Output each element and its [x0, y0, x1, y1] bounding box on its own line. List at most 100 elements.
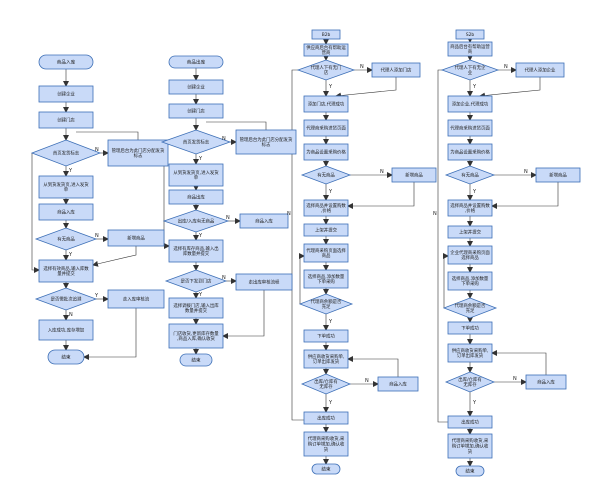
f2-decision-goods[interactable]: 出库/入库有无商品	[162, 209, 230, 233]
f3-end[interactable]: 结束	[311, 463, 341, 475]
node-label: 结束	[321, 466, 331, 473]
f2-submit[interactable]: 选择有库存商品,输入出库数量并提交	[168, 239, 224, 263]
f2-transfer[interactable]: 选择调拨门店,输入出库数量并提交	[168, 297, 224, 319]
branch-label: N	[524, 169, 528, 175]
f3-side-newgoods[interactable]: 新增商品	[391, 167, 437, 183]
f3-decision-goods[interactable]: 有无商品	[300, 165, 352, 185]
f2-side-assign[interactable]: 管理后台为此门店分配发货标志	[235, 129, 297, 155]
f3-select-goods[interactable]: 选择商品并设置购数,价格	[303, 199, 349, 217]
f4-side-stockin[interactable]: 商品入库	[525, 374, 567, 390]
f1-submit[interactable]: 选择有效商品,输入库数量并提交	[38, 259, 94, 283]
f3-set-price[interactable]: 为商品设置采购价格	[303, 143, 349, 161]
node-label: 是否需批次追溯	[51, 296, 82, 303]
node-label: 上架并提交	[315, 227, 338, 234]
f4-merchant[interactable]: 商品后台有帮助运营商	[447, 41, 493, 57]
f4-side-addcompany[interactable]: 代理人添加企业	[515, 62, 565, 78]
f4-agent-select[interactable]: 企业代理商采购页面选择商品	[447, 245, 493, 265]
f1-side-audit[interactable]: 走入库审核流	[107, 289, 165, 309]
node-label: 代理商采购页面选择商品	[306, 247, 346, 259]
f1-side-newgoods[interactable]: 新增商品	[107, 229, 165, 247]
f2-end[interactable]: 结束	[179, 353, 213, 367]
f3-out-ok[interactable]: 出库成功	[303, 411, 349, 425]
f4-set-price[interactable]: 为商品设置采购价格	[447, 143, 493, 161]
f3-purchase-page[interactable]: 代理商采购进货页面	[303, 119, 349, 137]
node-label: 选择商品,添加数量下单采购	[308, 273, 345, 285]
f4-add-qty[interactable]: 选择商品,添加数量下单采购	[447, 271, 493, 291]
process-shape	[38, 111, 94, 129]
f1-decision-batch[interactable]: 是否需批次追溯	[34, 287, 98, 311]
f4-side-newgoods[interactable]: 新增商品	[535, 167, 581, 183]
node-label: 出库/仓库有无库存	[314, 378, 338, 390]
f2-create-company[interactable]: 创建企业	[168, 79, 224, 95]
f4-ship[interactable]: 供应商收货采购单,订单出库发货	[447, 343, 493, 363]
f1-create-company[interactable]: 创建企业	[38, 85, 94, 103]
f3-supplier[interactable]: 供应商后台有帮助运营商	[303, 43, 349, 57]
branch-label: N	[513, 376, 517, 382]
f3-decision-stock[interactable]: 出库/仓库有无库存	[300, 373, 352, 395]
f3-publish[interactable]: 上架并提交	[303, 223, 349, 237]
f3-confirm[interactable]: 代理商采购收货,采购订单增加,确认收货	[303, 431, 349, 457]
f2-side-stockin[interactable]: 商品入库	[239, 213, 289, 229]
f4-confirm[interactable]: 代理商采购收货,采购订单增加,确认收货	[447, 433, 493, 459]
node-label: 门店收货,更新库存数量,商品入库,确认收货	[173, 330, 219, 342]
connector-line	[206, 121, 267, 130]
branch-label: Y	[328, 319, 333, 325]
f1-side-assign[interactable]: 管理后台为此门店分配发货标志	[107, 139, 169, 167]
f2-decision-flag[interactable]: 首页发货标志	[160, 129, 232, 155]
f3-add-qty[interactable]: 选择商品,添加数量下单采购	[303, 269, 349, 289]
f1-shipping-page[interactable]: 从到货发货页,进入发货单	[38, 175, 94, 199]
node-label: 走出库审核流程	[249, 279, 280, 286]
f1-start[interactable]: 商品入库	[38, 54, 94, 70]
f1-create-store[interactable]: 创建门店	[38, 111, 94, 129]
f2-stock-out[interactable]: 商品出库	[168, 189, 224, 205]
connector-layer	[31, 37, 559, 467]
node-label: 创建企业	[187, 84, 205, 91]
process-shape	[447, 225, 493, 239]
process-shape	[525, 374, 567, 390]
f4-decision-goods[interactable]: 有无商品	[444, 165, 496, 185]
f3-tag[interactable]: B2b	[311, 29, 341, 40]
f2-create-store[interactable]: 创建门店	[168, 103, 224, 119]
f2-decision-dispatch[interactable]: 是否下发到门店	[164, 269, 228, 293]
f1-success[interactable]: 入库成功,库存增加	[38, 319, 94, 341]
f3-side-addstore[interactable]: 代理人添加门店	[371, 62, 421, 78]
f4-out-ok[interactable]: 出库成功	[447, 415, 493, 429]
f2-receive[interactable]: 门店收货,更新库存数量,商品入库,确认收货	[168, 323, 224, 349]
f4-tag[interactable]: S2b	[455, 29, 485, 40]
terminal-shape	[179, 353, 213, 367]
node-label: 管理后台为此门店分配发货标志	[240, 136, 293, 148]
decision-shape	[298, 293, 354, 315]
f4-decision-stock[interactable]: 出库/仓库有无库存	[444, 371, 496, 393]
f3-decision-store[interactable]: 代理人下有无门店	[296, 59, 356, 81]
f4-decision-balance[interactable]: 代理商余额是否充足	[442, 297, 498, 319]
f4-ordered[interactable]: 下单成功	[447, 321, 493, 335]
f4-decision-company[interactable]: 代理人下有无企业	[440, 59, 500, 81]
f2-side-audit[interactable]: 走出库审核流程	[235, 273, 293, 291]
node-label: 商品入库	[57, 59, 76, 66]
f1-decision-flag[interactable]: 首页发货标志	[30, 139, 102, 167]
decision-shape	[300, 165, 352, 185]
f3-side-stockin[interactable]: 商品入库	[377, 376, 419, 392]
f3-ordered[interactable]: 下单成功	[303, 329, 349, 343]
f3-ship[interactable]: 供应商收货采购单,订单出库发货	[303, 349, 349, 369]
f3-agent-select[interactable]: 代理商采购页面选择商品	[303, 243, 349, 263]
f1-stock-in[interactable]: 商品入库	[38, 203, 94, 221]
f4-select-goods[interactable]: 选择商品并设置购数,价格	[447, 199, 493, 217]
f2-start[interactable]: 商品出库	[168, 55, 224, 69]
f4-publish[interactable]: 上架并提交	[447, 225, 493, 239]
f1-decision-goods[interactable]: 有无商品	[34, 227, 98, 251]
process-shape	[447, 143, 493, 161]
f1-end[interactable]: 结束	[47, 349, 85, 365]
connector-line	[76, 131, 139, 140]
f4-purchase-page[interactable]: 代理商采购进货页面	[447, 119, 493, 137]
connector-line	[31, 153, 40, 273]
f4-added[interactable]: 添加企业,代理成功	[447, 95, 493, 113]
node-label: 出库/仓库有无库存	[458, 376, 482, 388]
node-label: 出库成功	[461, 419, 479, 426]
f2-shipping-page[interactable]: 从到货发货页,进入发货单	[168, 163, 224, 187]
f3-added[interactable]: 添加门店,代理成功	[303, 95, 349, 113]
f3-decision-balance[interactable]: 代理商余额是否充足	[298, 293, 354, 315]
connector-line	[291, 69, 304, 421]
f4-end[interactable]: 结束	[455, 465, 485, 477]
